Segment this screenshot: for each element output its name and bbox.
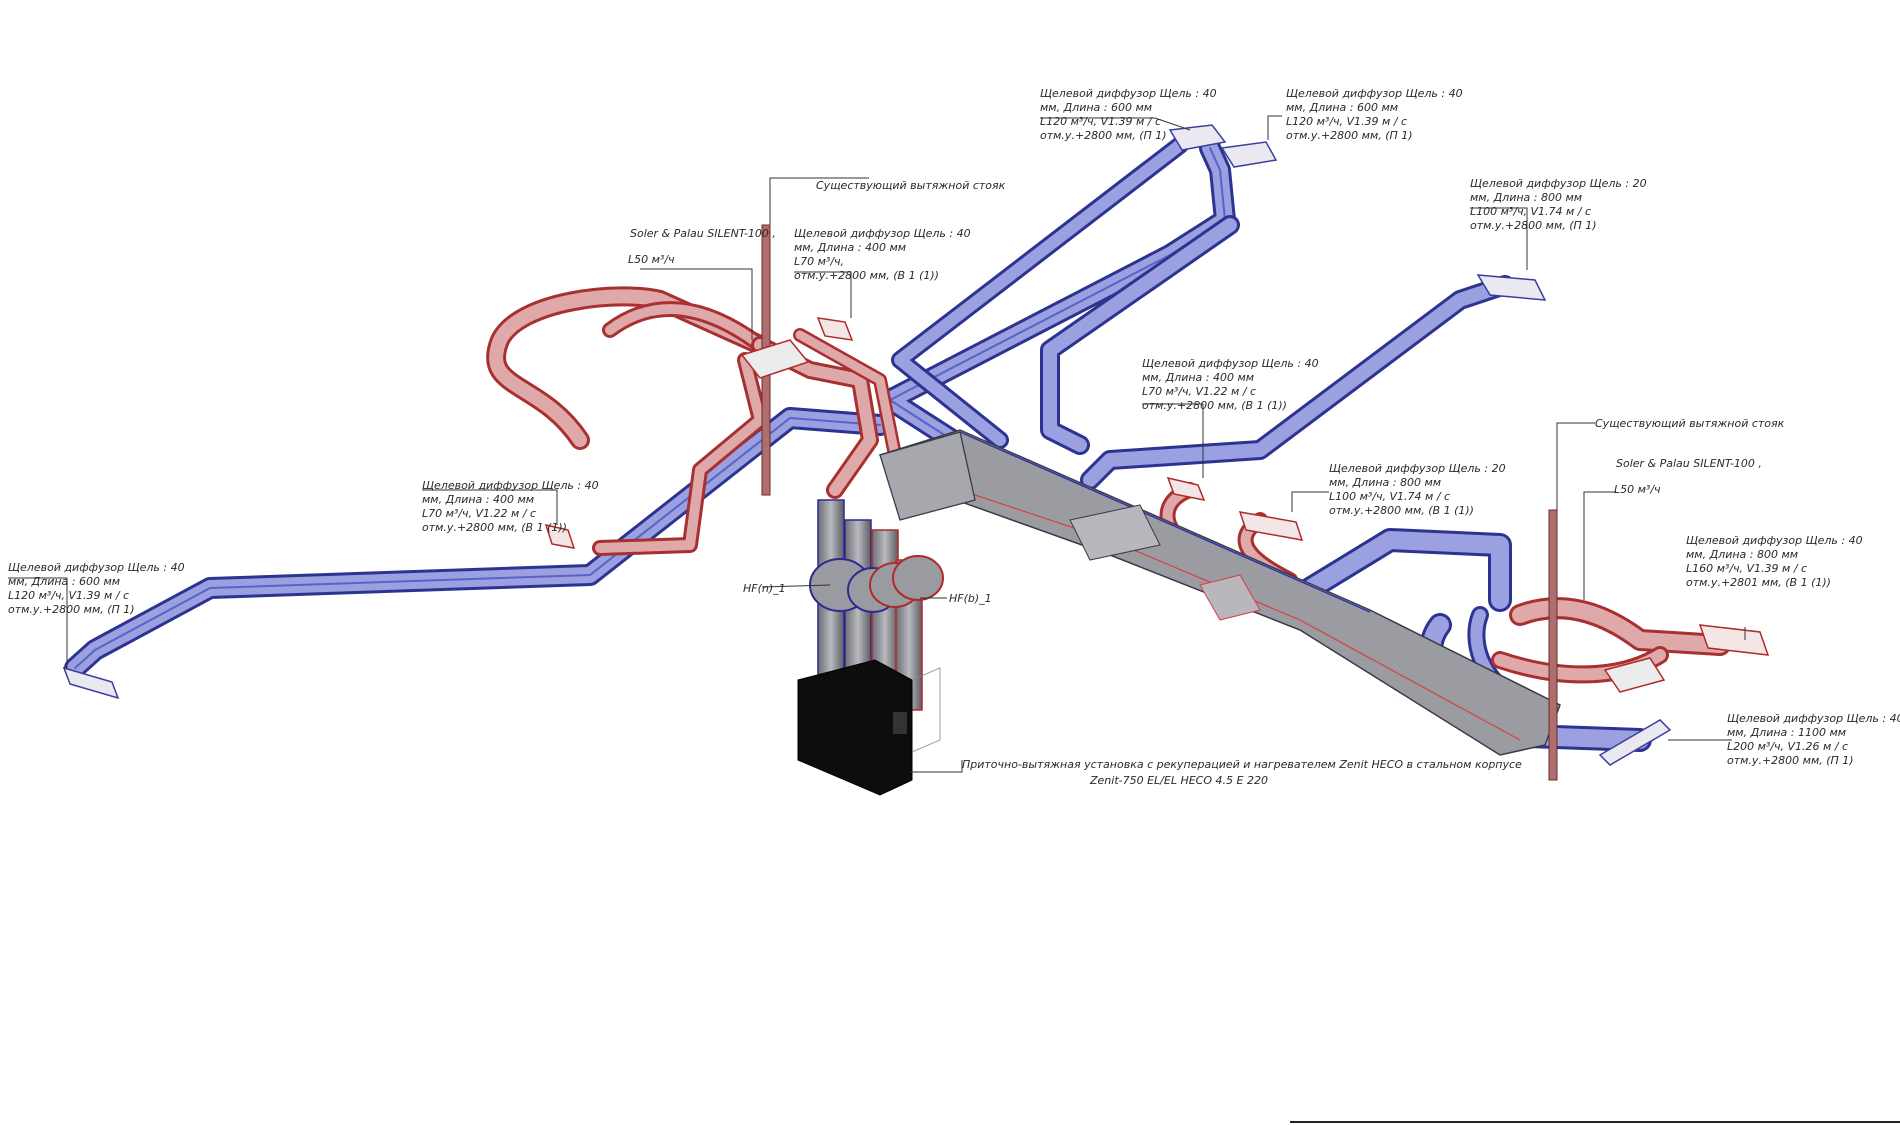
label-air-handling-unit: Приточно-вытяжная установка с рекупераци…	[962, 758, 1525, 787]
exhaust-fan-box-right	[1603, 657, 1666, 693]
label-d7: Щелевой диффузор Щель : 40 мм, Длина : 6…	[8, 561, 188, 616]
diffuser-d7	[62, 666, 120, 700]
leader-lines	[8, 115, 1746, 773]
diffuser-d8	[1238, 511, 1304, 541]
label-d1: Щелевой диффузор Щель : 40 мм, Длина : 6…	[1040, 87, 1220, 142]
label-hf-b: HF(b)_1	[949, 592, 992, 605]
label-d5: Щелевой диффузор Щель : 40 мм, Длина : 4…	[1142, 357, 1322, 412]
exhaust-ducts	[486, 286, 1731, 684]
supply-branch-mid	[1040, 215, 1240, 455]
diffuser-d9	[1698, 624, 1770, 656]
labels: Щелевой диффузор Щель : 40 мм, Длина : 6…	[8, 87, 1900, 787]
label-d2: Щелевой диффузор Щель : 40 мм, Длина : 6…	[1286, 87, 1466, 142]
main-trunk-duct	[878, 429, 1561, 756]
label-riser-right: Существующий вытяжной стояк	[1595, 417, 1785, 430]
label-d3: Щелевой диффузор Щель : 20 мм, Длина : 8…	[1470, 177, 1650, 232]
label-d9: Щелевой диффузор Щель : 40 мм, Длина : 8…	[1686, 534, 1866, 589]
diffusers	[62, 124, 1770, 766]
label-d8: Щелевой диффузор Щель : 20 мм, Длина : 8…	[1329, 462, 1509, 517]
diffuser-d10	[1598, 719, 1672, 766]
label-d4: Щелевой диффузор Щель : 40 мм, Длина : 4…	[794, 227, 974, 282]
diffuser-d5	[1166, 476, 1206, 502]
exhaust-fan-box-left	[740, 339, 810, 379]
diffuser-d6	[544, 523, 576, 549]
diffuser-d1	[1168, 124, 1278, 168]
air-handling-unit	[797, 499, 944, 796]
diffuser-d3	[1476, 274, 1547, 301]
label-d10: Щелевой диффузор Щель : 40 мм, Длина : 1…	[1727, 712, 1900, 767]
exhaust-branch-right	[1491, 597, 1731, 684]
supply-branch-right-top	[1080, 275, 1515, 490]
label-d6: Щелевой диффузор Щель : 40 мм, Длина : 4…	[422, 479, 602, 534]
label-fan-left: Soler & Palau SILENT-100 , L50 м³/ч	[628, 227, 779, 266]
diffuser-d4	[816, 317, 854, 341]
label-fan-right: Soler & Palau SILENT-100 , L50 м³/ч	[1614, 457, 1765, 496]
label-riser-left: Существующий вытяжной стояк	[816, 179, 1006, 192]
label-hf-n: HF(n)_1	[743, 582, 786, 595]
supply-branch-left	[64, 407, 891, 679]
riser-right	[1548, 509, 1558, 781]
